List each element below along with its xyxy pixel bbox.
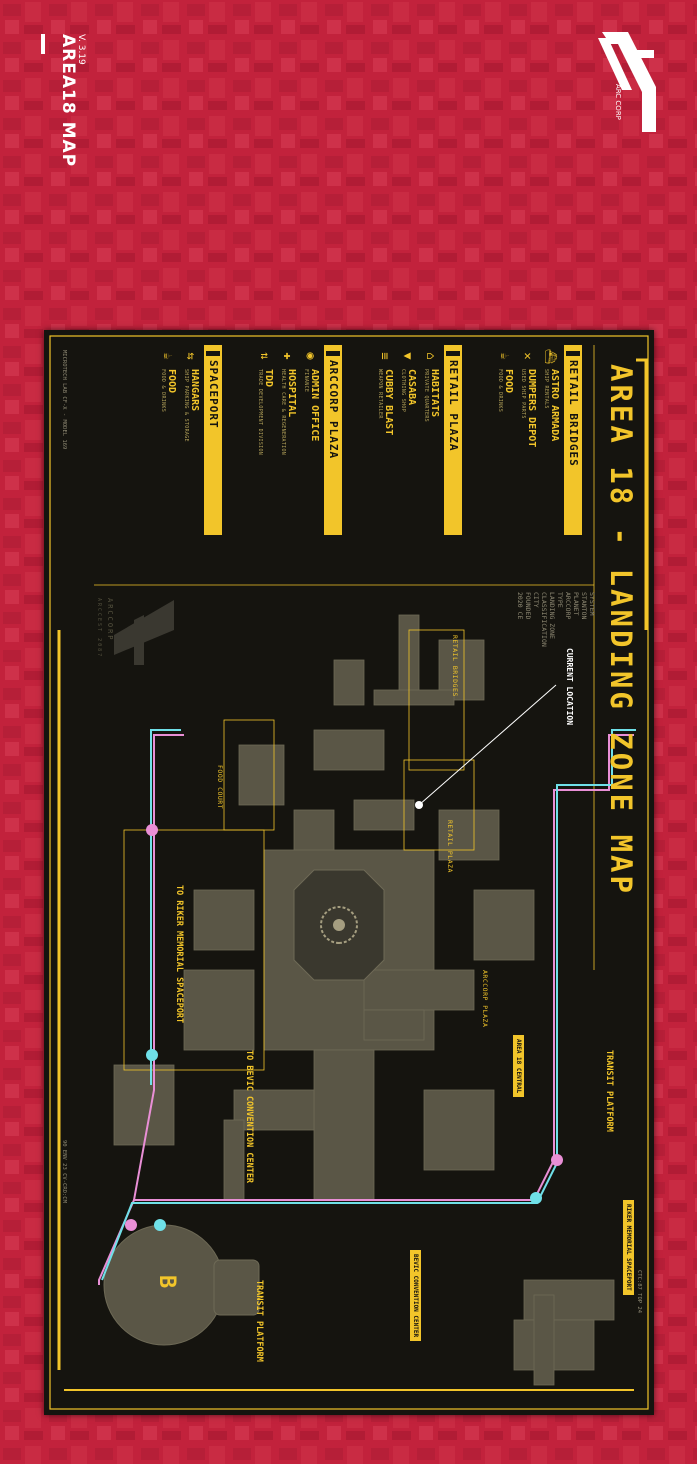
menu-icon[interactable] xyxy=(41,34,45,54)
zone-retail-bridges: RETAIL BRIDGES xyxy=(451,635,459,697)
zone-retail-plaza: RETAIL PLAZA xyxy=(446,820,454,873)
wrench-icon: ✕ xyxy=(521,352,535,360)
category-title: RETAIL PLAZA xyxy=(447,360,460,452)
app-title: AREA18 MAP xyxy=(58,34,78,168)
map-title: AREA 18 - LANDING ZONE MAP xyxy=(604,364,638,896)
hangar-icon: ⇆ xyxy=(184,352,198,360)
shirt-icon: ▼ xyxy=(401,352,415,360)
hub-marker: B xyxy=(154,1275,179,1289)
zone-area18-central: AREA 18 CENTRAL xyxy=(513,1035,524,1098)
trade-icon: ⇅ xyxy=(258,352,272,360)
dest-transit-top[interactable]: TRANSIT PLATFORM xyxy=(604,1050,614,1132)
arccorp-logo: ARC CORP xyxy=(598,32,656,132)
current-location-label: CURRENT LOCATION xyxy=(565,648,574,726)
food-icon: ☕ xyxy=(161,352,175,360)
zone-food-court: FOOD COURT xyxy=(216,765,224,810)
zone-riker-spaceport: RIKER MEMORIAL SPACEPORT xyxy=(623,1200,634,1295)
category-title: RETAIL BRIDGES xyxy=(567,360,580,467)
ship-icon: ⛴ xyxy=(544,349,558,365)
footer-corner: CTC:87 TOP 24 xyxy=(636,1270,642,1314)
zone-arccorp-plaza: ARCCORP PLAZA xyxy=(481,970,489,1028)
zone-bevic-center: BEVIC CONVENTION CENTER xyxy=(410,1250,421,1342)
footer-right: 90 ENV 23 CV-CRO:CM xyxy=(61,1140,67,1203)
footer-left: MICROTECH LAB CF-X - MODEL 169 xyxy=(61,350,67,450)
svg-text:ARC CORP: ARC CORP xyxy=(614,84,622,120)
dest-transit-bottom[interactable]: TRANSIT PLATFORM xyxy=(254,1280,264,1362)
food-icon: ☕ xyxy=(498,352,512,360)
watermark-text: ARCCORP xyxy=(106,598,114,642)
app-version: V. 3.19 xyxy=(76,34,86,65)
category-title: ARCCORP PLAZA xyxy=(327,360,340,460)
category-title: SPACEPORT xyxy=(207,360,220,429)
medical-icon: ✚ xyxy=(281,352,295,360)
admin-icon: ◉ xyxy=(304,352,318,360)
weapon-icon: ≡ xyxy=(378,352,392,360)
dest-riker[interactable]: TO RIKER MEMORIAL SPACEPORT xyxy=(174,885,184,1024)
watermark-sub: ARCCEST 2087 xyxy=(96,598,102,659)
dest-bevic[interactable]: TO BEVIC CONVENTION CENTER xyxy=(244,1050,254,1184)
habitat-icon: ⌂ xyxy=(424,352,438,360)
map-graphic xyxy=(49,335,649,1410)
